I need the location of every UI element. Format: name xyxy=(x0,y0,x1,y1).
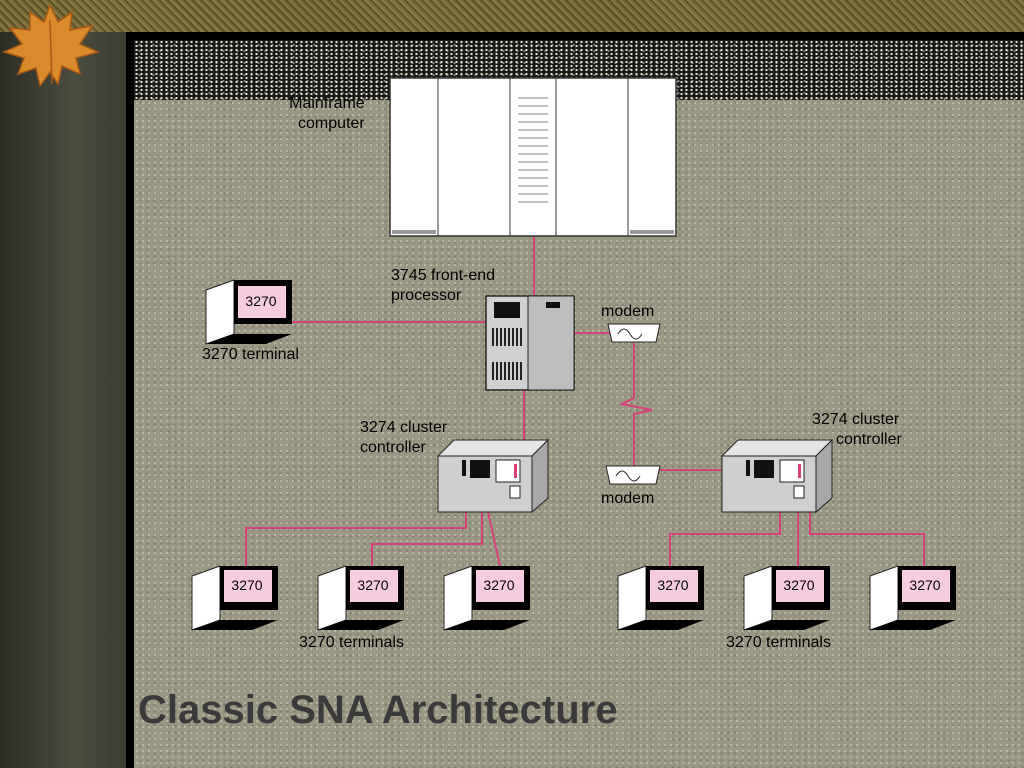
cluster-left-label-line1: 3274 cluster xyxy=(360,419,448,436)
modem-top xyxy=(607,323,661,343)
modem-bottom-label: modem xyxy=(601,490,655,507)
fep-label-line1: 3745 front-end xyxy=(391,267,496,284)
terminal-r2 xyxy=(743,565,830,631)
cluster-r-terminal-3-link xyxy=(809,512,925,568)
terminal-screen-text: 3270 xyxy=(357,577,389,593)
terminal-screen-text: 3270 xyxy=(657,577,689,593)
cluster-left-label: 3274 cluster controller xyxy=(360,418,447,458)
mainframe-label-line2: computer xyxy=(298,115,365,132)
front-end-processor xyxy=(485,295,575,391)
terminal-screen-text: 3270 xyxy=(231,577,263,593)
mainframe-label-line1: Mainframe xyxy=(289,95,365,112)
panel-speckled-header xyxy=(134,40,1024,100)
terminal-l1 xyxy=(191,565,278,631)
cluster-terminal-1-link xyxy=(245,512,467,568)
terminals-left-label: 3270 terminals xyxy=(299,634,404,651)
left-decorative-bar xyxy=(0,32,126,768)
cluster-controller-right xyxy=(720,438,834,514)
modem-top-label: modem xyxy=(601,303,655,320)
cluster-right-label-line1: 3274 cluster xyxy=(812,411,900,428)
terminal-r3 xyxy=(869,565,956,631)
modem-modem-link xyxy=(618,343,653,468)
fep-label-line2: processor xyxy=(391,287,462,304)
terminal-screen-text: 3270 xyxy=(783,577,815,593)
mainframe-computer xyxy=(389,77,677,237)
slide-title: Classic SNA Architecture xyxy=(138,688,618,732)
cluster-right-label: 3274 cluster controller xyxy=(812,410,902,450)
top-decorative-bar xyxy=(0,0,1024,32)
connection-lines xyxy=(245,232,925,568)
single-terminal-label: 3270 terminal xyxy=(202,346,299,363)
mainframe-label: Mainframe computer xyxy=(288,94,365,134)
cluster-terminal-3-link xyxy=(487,511,501,567)
terminal-screen-text: 3270 xyxy=(909,577,941,593)
terminal-r1 xyxy=(617,565,704,631)
cluster-r-terminal-1-link xyxy=(669,512,781,568)
cluster-controller-left xyxy=(436,438,550,514)
maple-leaf-icon xyxy=(1,3,101,88)
modem-bottom xyxy=(605,465,661,485)
cluster-left-label-line2: controller xyxy=(360,439,426,456)
cluster-right-label-line2: controller xyxy=(836,431,902,448)
terminal-screen-text: 3270 xyxy=(483,577,515,593)
terminal-l3 xyxy=(443,565,530,631)
fep-label: 3745 front-end processor xyxy=(391,266,495,306)
cluster-terminal-2-link xyxy=(371,512,483,568)
terminal-single xyxy=(205,279,292,345)
terminals-right-label: 3270 terminals xyxy=(726,634,831,651)
terminal-screen-text: 3270 xyxy=(245,293,277,309)
terminal-l2 xyxy=(317,565,404,631)
